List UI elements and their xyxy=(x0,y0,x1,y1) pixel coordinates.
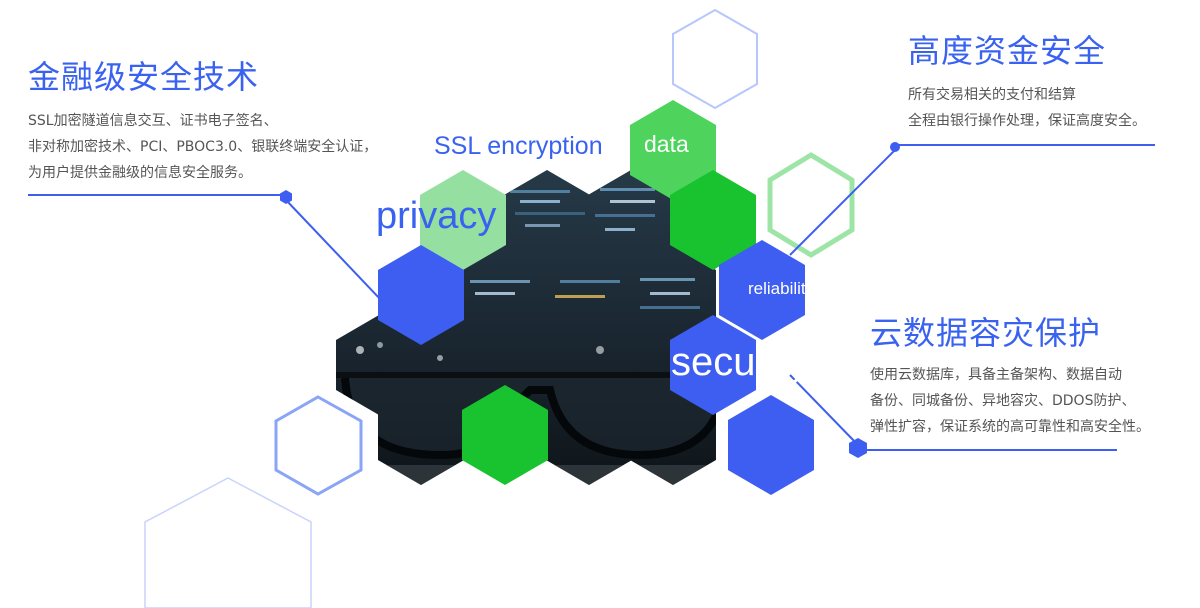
financial-security-line: SSL加密隧道信息交互、证书电子签名、 xyxy=(28,113,278,129)
fund-security-title: 高度资金安全 xyxy=(908,32,1107,70)
fund-security-desc: 所有交易相关的支付和结算 全程由银行操作处理，保证高度安全。 xyxy=(908,82,1146,134)
fund-security-line: 全程由银行操作处理，保证高度安全。 xyxy=(908,113,1146,129)
hexagon-blue-security xyxy=(670,315,756,415)
financial-security-title: 金融级安全技术 xyxy=(28,58,260,96)
keyword-data: data xyxy=(644,131,689,157)
financial-security-desc: SSL加密隧道信息交互、证书电子签名、 非对称加密技术、PCI、PBOC3.0、… xyxy=(28,108,377,186)
financial-security-block: 金融级安全技术 SSL加密隧道信息交互、证书电子签名、 非对称加密技术、PCI、… xyxy=(28,52,377,186)
connector-financial xyxy=(28,190,401,321)
cloud-backup-desc: 使用云数据库，具备主备架构、数据自动 备份、同城备份、异地容灾、DDOS防护、 … xyxy=(870,362,1150,440)
keyword-security: security xyxy=(671,340,809,384)
financial-security-line: 为用户提供金融级的信息安全服务。 xyxy=(28,165,252,181)
hexagon-light-green-privacy xyxy=(420,170,506,270)
fund-security-block: 高度资金安全 所有交易相关的支付和结算 全程由银行操作处理，保证高度安全。 xyxy=(908,26,1146,134)
hexagon-blue-bottom xyxy=(728,395,814,495)
cloud-backup-line: 备份、同城备份、异地容灾、DDOS防护、 xyxy=(870,393,1136,409)
keyword-reliability: reliability xyxy=(748,279,815,298)
connector-cloud xyxy=(789,374,1117,458)
cloud-backup-line: 使用云数据库，具备主备架构、数据自动 xyxy=(870,367,1122,383)
hexagon-green-data xyxy=(630,100,716,200)
hexagon-outline-top xyxy=(672,8,758,110)
cloud-backup-block: 云数据容灾保护 使用云数据库，具备主备架构、数据自动 备份、同城备份、异地容灾、… xyxy=(870,308,1150,440)
keyword-ssl-encryption: SSL encryption xyxy=(434,132,603,160)
hexagon-outline-bottom xyxy=(144,477,312,608)
keyword-privacy: privacy xyxy=(376,195,496,237)
cloud-backup-title: 云数据容灾保护 xyxy=(870,314,1102,352)
hexagon-outline-left xyxy=(274,395,363,496)
hexagon-green xyxy=(670,170,756,270)
hexagon-blue-reliability xyxy=(719,240,805,340)
cloud-backup-line: 弹性扩容，保证系统的高可靠性和高安全性。 xyxy=(870,419,1150,435)
fund-security-line: 所有交易相关的支付和结算 xyxy=(908,87,1076,103)
hexagon-outline-green xyxy=(767,152,855,258)
connector-fund xyxy=(789,142,1155,256)
financial-security-line: 非对称加密技术、PCI、PBOC3.0、银联终端安全认证， xyxy=(28,139,378,155)
hexagon-green-bottom xyxy=(462,385,548,485)
